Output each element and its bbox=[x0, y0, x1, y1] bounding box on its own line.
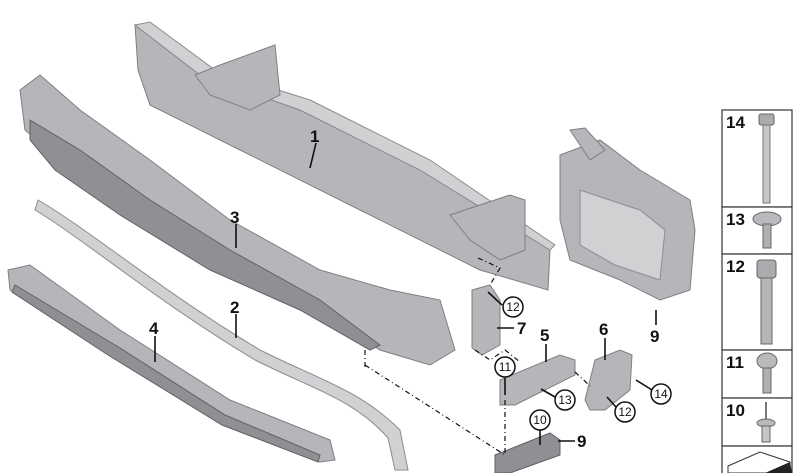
leader-line bbox=[487, 291, 503, 306]
energy-absorber-part-3 bbox=[19, 74, 456, 366]
fastener-panel: 14 13 12 11 10 bbox=[721, 109, 793, 473]
circled-callout-11: 11 bbox=[494, 356, 516, 378]
lower-bracket-part-4 bbox=[7, 264, 336, 463]
callout-5: 5 bbox=[540, 326, 549, 345]
circled-callout-13: 13 bbox=[554, 389, 576, 411]
callout-9-foam: 9 bbox=[577, 432, 586, 451]
circled-callout-10: 10 bbox=[529, 409, 551, 431]
callout-9: 9 bbox=[650, 327, 659, 346]
leader-line bbox=[309, 142, 317, 169]
leader-line bbox=[540, 388, 556, 398]
circled-callout-12: 12 bbox=[502, 296, 524, 318]
svg-text:13: 13 bbox=[558, 393, 572, 407]
bumper-carrier-part-1 bbox=[133, 21, 556, 291]
svg-text:10: 10 bbox=[533, 413, 547, 427]
frame-bracket-part-9 bbox=[559, 127, 696, 301]
circled-callout-12b: 12 bbox=[614, 401, 636, 423]
dash-line bbox=[474, 349, 521, 363]
svg-text:14: 14 bbox=[654, 387, 668, 401]
callout-2: 2 bbox=[230, 298, 239, 317]
callout-3: 3 bbox=[230, 208, 239, 227]
dash-line bbox=[477, 257, 501, 286]
bracket-part-5 bbox=[499, 354, 576, 406]
strip-part-2 bbox=[34, 199, 409, 471]
circled-callout-14: 14 bbox=[650, 383, 672, 405]
fastener-number: 14 bbox=[726, 113, 745, 132]
blind-rivet-icon bbox=[756, 402, 776, 443]
callout-4: 4 bbox=[149, 319, 159, 338]
svg-text:11: 11 bbox=[499, 360, 512, 374]
bracket-part-6 bbox=[584, 349, 633, 411]
fastener-number: 13 bbox=[726, 210, 745, 229]
dash-line bbox=[574, 371, 591, 387]
svg-text:12: 12 bbox=[506, 300, 520, 314]
fastener-number: 12 bbox=[726, 257, 745, 276]
fastener-number: 10 bbox=[726, 401, 745, 420]
foam-part-9 bbox=[494, 432, 561, 473]
flange-torx-screw-icon bbox=[752, 211, 782, 249]
callout-7: 7 bbox=[517, 319, 526, 338]
long-hex-bolt-icon bbox=[758, 113, 775, 204]
torx-screw-icon bbox=[756, 352, 778, 394]
callout-6: 6 bbox=[599, 320, 608, 339]
svg-text:12: 12 bbox=[618, 405, 632, 419]
hex-bolt-icon bbox=[756, 259, 777, 345]
bracket-part-7 bbox=[471, 284, 501, 356]
partial-item-icon bbox=[727, 451, 792, 473]
leader-line bbox=[635, 379, 653, 391]
leader-line bbox=[606, 396, 617, 408]
fastener-number: 11 bbox=[726, 353, 744, 372]
dash-line bbox=[364, 364, 506, 456]
callout-1: 1 bbox=[310, 127, 319, 146]
